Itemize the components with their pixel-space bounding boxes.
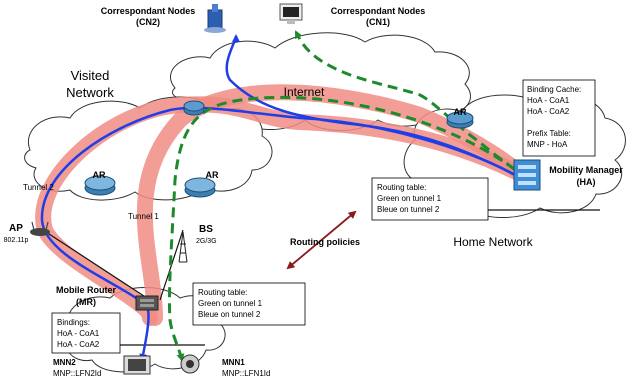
tunnel-1-label: Tunnel 1 xyxy=(128,212,159,221)
tunnel-2-label: Tunnel 2 xyxy=(23,183,54,192)
internet-label: Internet xyxy=(284,85,325,99)
bindings-line-1: Bindings: xyxy=(57,318,90,327)
cn1-title: Correspondant Nodes xyxy=(331,6,426,16)
tunnel-1-highlight xyxy=(136,84,536,326)
visited-network-cloud xyxy=(24,96,273,201)
cn2-title: Correspondant Nodes xyxy=(101,6,196,16)
binding-cache-line-3: HoA - CoA2 xyxy=(527,107,570,116)
ar-visited-1-label: AR xyxy=(93,170,106,180)
green-flow xyxy=(167,30,529,362)
routing-table-ha-line-2: Green on tunnel 1 xyxy=(377,194,442,203)
router-ar-visited-2 xyxy=(184,177,216,198)
mobility-manager-switch-icon xyxy=(513,159,541,191)
bs-label: BS xyxy=(199,224,213,235)
cn1-computer-icon xyxy=(279,3,303,24)
routing-table-mr-line-1: Routing table: xyxy=(198,288,247,297)
mobility-manager-label: Mobility Manager xyxy=(549,165,623,175)
router-internet-edge xyxy=(183,100,205,116)
routing-table-ha-line-3: Bleue on tunnel 2 xyxy=(377,205,440,214)
routing-table-mr-line-2: Green on tunnel 1 xyxy=(198,299,263,308)
routing-table-mr-box: Routing table: Green on tunnel 1 Bleue o… xyxy=(192,282,306,326)
routing-table-ha-box: Routing table: Green on tunnel 1 Bleue o… xyxy=(371,177,489,221)
router-ar-visited-1 xyxy=(84,175,116,196)
routing-table-mr-line-3: Bleue on tunnel 2 xyxy=(198,310,261,319)
ar-visited-2-label: AR xyxy=(206,170,219,180)
visited-network-label-2: Network xyxy=(66,85,114,100)
mnn2-label: MNN2 xyxy=(53,358,76,367)
prefix-table-line-2: MNP - HoA xyxy=(527,140,568,149)
router-ar-internet xyxy=(446,111,474,129)
bindings-line-3: HoA - CoA2 xyxy=(57,340,100,349)
bindings-mr-box: Bindings: HoA - CoA1 HoA - CoA2 xyxy=(51,312,121,354)
visited-network-label-1: Visited xyxy=(71,68,110,83)
access-point-icon xyxy=(30,221,50,236)
cn1-subtitle: (CN1) xyxy=(366,17,390,27)
links xyxy=(45,209,600,346)
routing-policies-arrow xyxy=(286,210,357,270)
ap-label: AP xyxy=(9,223,23,234)
routing-policies-label: Routing policies xyxy=(290,237,360,247)
mnn1-sublabel: MNP::LFN1Id xyxy=(222,369,270,378)
bs-sublabel: 2G/3G xyxy=(196,238,217,245)
binding-cache-box: Binding Cache: HoA - CoA1 HoA - CoA2 Pre… xyxy=(522,79,596,157)
mnn1-webcam-icon xyxy=(180,354,200,374)
mnn2-device-icon xyxy=(123,355,151,375)
binding-cache-line-2: HoA - CoA1 xyxy=(527,96,570,105)
bindings-line-2: HoA - CoA1 xyxy=(57,329,100,338)
mnn1-label: MNN1 xyxy=(222,358,245,367)
ar-internet-label: AR xyxy=(454,107,467,117)
mnn2-sublabel: MNP::LFN2Id xyxy=(53,369,101,378)
base-station-tower-icon xyxy=(178,231,188,263)
mobile-router-sublabel: (MR) xyxy=(76,297,96,307)
home-network-label: Home Network xyxy=(453,235,533,249)
routing-table-ha-line-1: Routing table: xyxy=(377,183,426,192)
mobile-router-label: Mobile Router xyxy=(56,285,116,295)
mobile-router-icon xyxy=(135,295,159,311)
cn2-server-icon xyxy=(204,4,226,33)
binding-cache-line-1: Binding Cache: xyxy=(527,85,581,94)
ap-sublabel: 802.11p xyxy=(4,237,29,244)
mobility-manager-sublabel: (HA) xyxy=(577,177,596,187)
prefix-table-line-1: Prefix Table: xyxy=(527,129,571,138)
cn2-subtitle: (CN2) xyxy=(136,17,160,27)
